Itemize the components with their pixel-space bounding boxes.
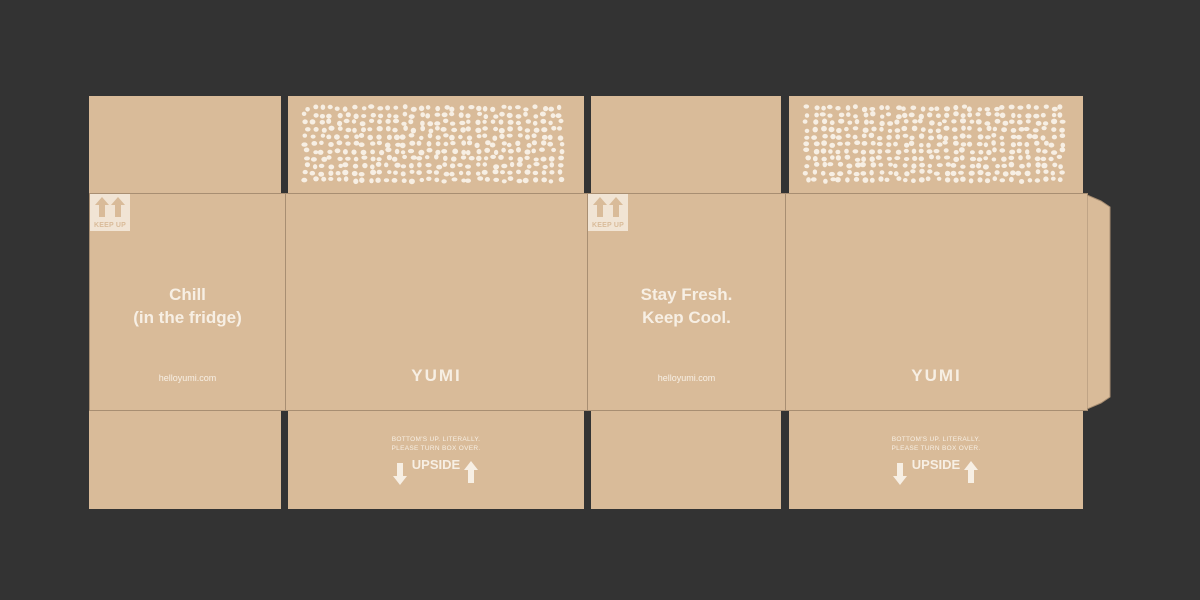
side-panel-1: KEEP UP Chill (in the fridge) helloyumi.…: [89, 193, 286, 411]
turn-over-note: BOTTOM'S UP. LITERALLY. PLEASE TURN BOX …: [789, 435, 1083, 453]
top-flap-1: [89, 96, 281, 193]
double-up-arrow-icon: [593, 197, 623, 217]
bottom-flap-1: [89, 411, 281, 509]
note-line-1: BOTTOM'S UP. LITERALLY.: [391, 436, 481, 443]
top-flap-4: [789, 96, 1083, 193]
bottom-flap-3: [591, 411, 781, 509]
note-line-2: PLEASE TURN BOX OVER.: [891, 445, 981, 452]
note-line-1: BOTTOM'S UP. LITERALLY.: [891, 436, 981, 443]
top-flap-2: [288, 96, 584, 193]
headline-line-1: Stay Fresh.: [640, 285, 733, 304]
headline-line-1: Chill: [169, 285, 206, 304]
headline-line-2: Keep Cool.: [642, 308, 731, 327]
bottom-flap-4: BOTTOM'S UP. LITERALLY. PLEASE TURN BOX …: [789, 411, 1083, 509]
arrow-down-icon: [393, 463, 407, 485]
upside-label: UPSIDE: [411, 457, 461, 472]
dot-pattern: [802, 104, 1066, 184]
keep-up-badge: KEEP UP: [90, 194, 130, 231]
yumi-logo: YUMI: [411, 366, 462, 385]
panel-headline: Stay Fresh. Keep Cool.: [588, 283, 785, 329]
yumi-logo: YUMI: [911, 366, 962, 385]
panel-headline: Chill (in the fridge): [90, 283, 285, 329]
double-up-arrow-icon: [95, 197, 125, 217]
arrow-up-icon: [464, 461, 478, 483]
turn-over-note: BOTTOM'S UP. LITERALLY. PLEASE TURN BOX …: [288, 435, 584, 453]
front-panel-1: YUMI: [285, 193, 588, 411]
front-panel-2: YUMI: [785, 193, 1088, 411]
glue-tab: [1087, 194, 1111, 410]
side-panel-2: KEEP UP Stay Fresh. Keep Cool. helloyumi…: [587, 193, 786, 411]
keep-up-badge: KEEP UP: [588, 194, 628, 231]
top-flap-3: [591, 96, 781, 193]
dot-pattern: [301, 104, 565, 185]
website-url: helloyumi.com: [657, 373, 716, 383]
keep-up-label: KEEP UP: [591, 222, 624, 229]
note-line-2: PLEASE TURN BOX OVER.: [391, 445, 481, 452]
arrow-up-icon: [964, 461, 978, 483]
upside-label: UPSIDE: [911, 457, 961, 472]
arrow-down-icon: [893, 463, 907, 485]
keep-up-label: KEEP UP: [93, 222, 126, 229]
bottom-flap-2: BOTTOM'S UP. LITERALLY. PLEASE TURN BOX …: [288, 411, 584, 509]
website-url: helloyumi.com: [158, 373, 217, 383]
headline-line-2: (in the fridge): [133, 308, 242, 327]
